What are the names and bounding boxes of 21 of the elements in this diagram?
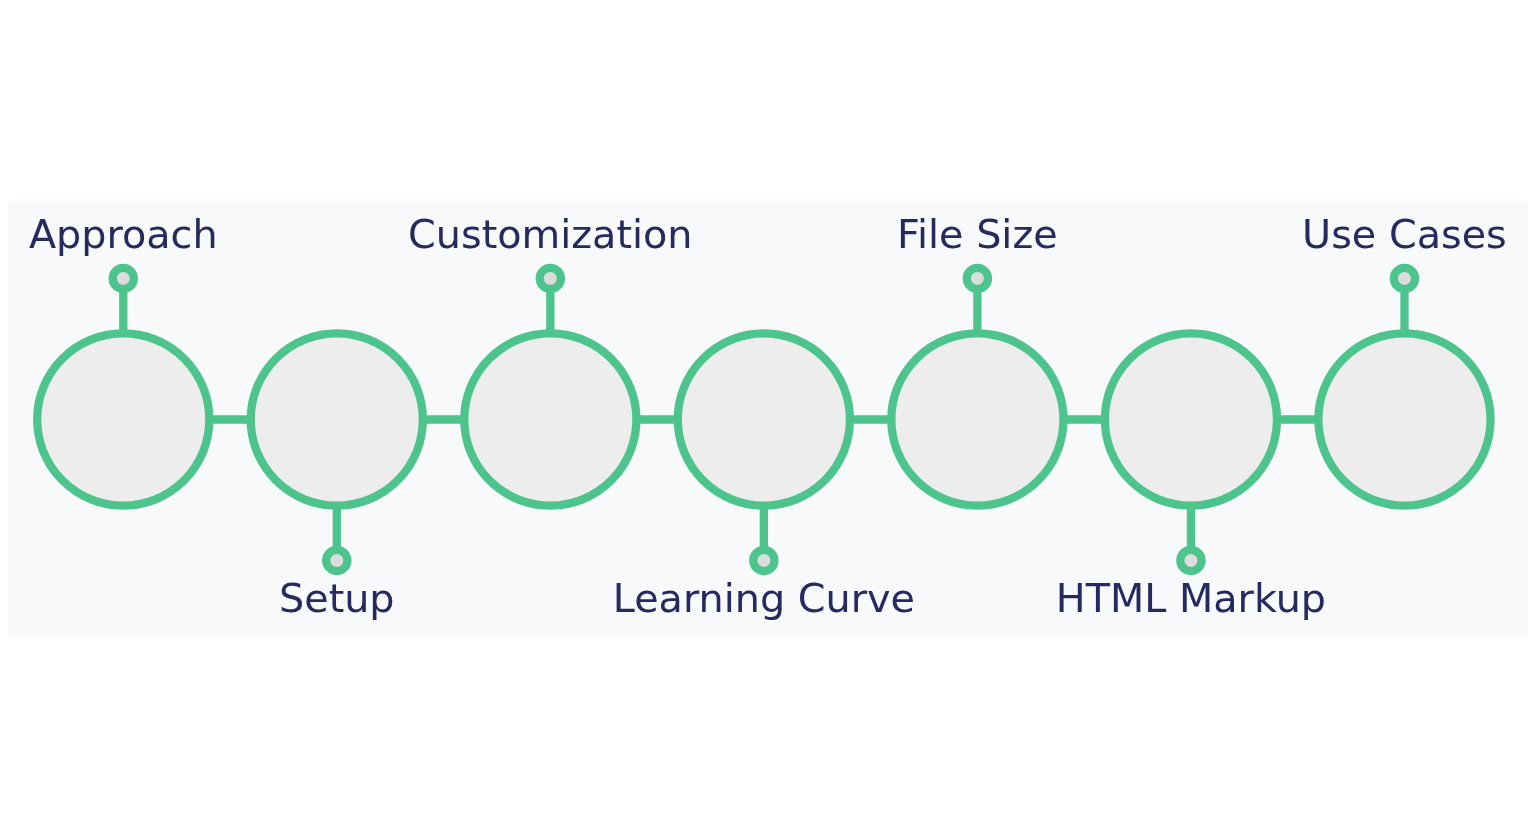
- node-text: Approach: [28, 210, 218, 257]
- connector: [423, 415, 464, 424]
- connector: [962, 263, 993, 333]
- node-circle: [460, 329, 641, 510]
- node-circle: [887, 329, 1068, 510]
- node-text: Use Cases: [1302, 210, 1507, 257]
- node-circle: [246, 329, 427, 510]
- node-text: Setup: [278, 574, 395, 621]
- node-text: Customization: [408, 210, 693, 257]
- node-circle: [33, 329, 214, 510]
- node-circle: [1100, 329, 1282, 510]
- node-circle: [1314, 329, 1495, 510]
- connector: [108, 263, 138, 333]
- connector: [850, 415, 891, 424]
- node-text: File Size: [897, 210, 1058, 257]
- connector: [535, 263, 566, 333]
- node-circle: [673, 329, 855, 510]
- node-text: Learning Curve: [612, 574, 915, 621]
- connector: [1277, 415, 1318, 424]
- connector: [1389, 263, 1420, 333]
- node-text: HTML Markup: [1055, 574, 1327, 621]
